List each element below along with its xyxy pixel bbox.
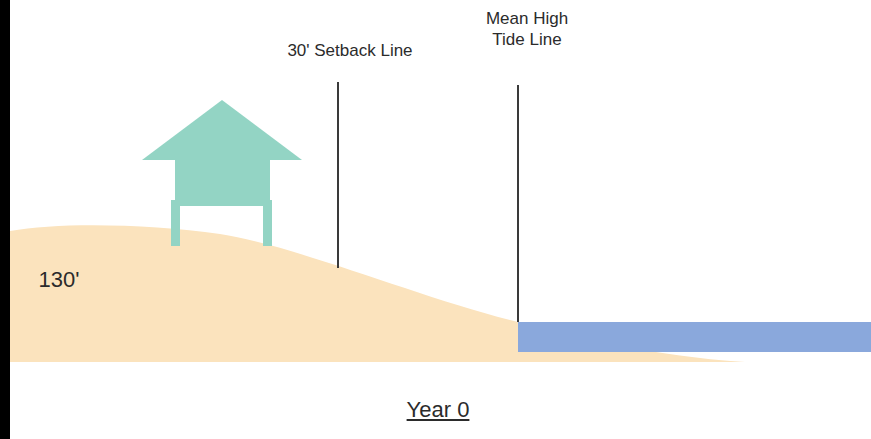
house-stilt: [171, 200, 180, 246]
water: [518, 322, 871, 352]
house-stilt: [263, 200, 272, 246]
height-dimension: 130': [14, 266, 104, 294]
caption: Year 0: [338, 396, 538, 424]
line-label: 30' Setback Line: [260, 40, 440, 61]
line-label: Mean High Tide Line: [472, 8, 582, 51]
setback-line: [337, 82, 339, 268]
edge-strip: [0, 0, 10, 439]
house-body: [175, 158, 270, 206]
house-roof: [142, 100, 302, 160]
tide-line: [517, 85, 519, 322]
